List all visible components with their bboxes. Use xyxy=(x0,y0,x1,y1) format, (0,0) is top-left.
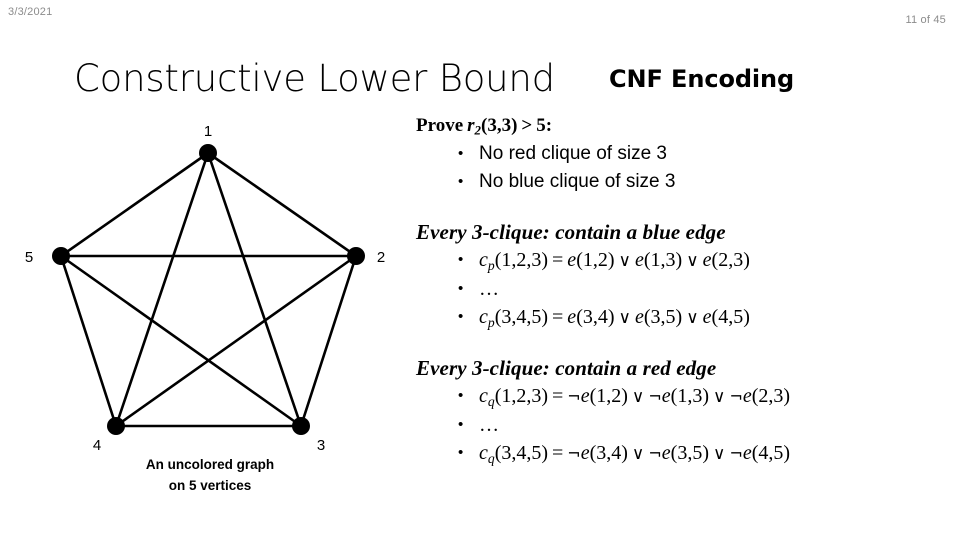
complete-graph-k5-diagram: 1 2 3 4 5 xyxy=(25,123,385,454)
block-heading-blue-edge: Every 3-clique: contain a blue edge xyxy=(416,220,726,244)
page-title: Constructive Lower Bound xyxy=(74,57,555,100)
list-item: No red clique of size 3 xyxy=(456,140,946,168)
list-item: cq(1,2,3)=¬e(1,2)∨¬e(1,3)∨¬e(2,3) xyxy=(456,382,946,411)
list-item: cq(3,4,5)=¬e(3,4)∨¬e(3,5)∨¬e(4,5) xyxy=(456,439,946,468)
figure-caption: An uncolored graph on 5 vertices xyxy=(110,454,310,496)
graph-edge-1-5 xyxy=(59,151,210,258)
slide-date: 3/3/2021 xyxy=(8,6,53,18)
list-item: cp(1,2,3)=e(1,2)∨e(1,3)∨e(2,3) xyxy=(456,246,946,275)
content-block-red-edge: Every 3-clique: contain a red edge cq(1,… xyxy=(416,354,946,468)
block-heading-red-edge: Every 3-clique: contain a red edge xyxy=(416,356,717,380)
bullet-list-prove: No red clique of size 3 No blue clique o… xyxy=(416,140,946,196)
list-item: No blue clique of size 3 xyxy=(456,168,946,196)
graph-vertex-label-2: 2 xyxy=(377,249,385,266)
graph-vertex-1 xyxy=(199,144,217,162)
graph-vertex-5 xyxy=(52,247,70,265)
graph-vertex-labels: 1 2 3 4 5 xyxy=(25,123,385,454)
bullet-list-red-edge: cq(1,2,3)=¬e(1,2)∨¬e(1,3)∨¬e(2,3) … cq(3… xyxy=(416,382,946,468)
graph-edges xyxy=(59,151,358,428)
graph-figure: 1 2 3 4 5 An uncolored graph on 5 vertices xyxy=(0,110,400,510)
list-item: cp(3,4,5)=e(3,4)∨e(3,5)∨e(4,5) xyxy=(456,303,946,332)
graph-vertex-4 xyxy=(107,417,125,435)
graph-edge-1-2 xyxy=(206,151,358,258)
graph-edge-1-4 xyxy=(114,151,210,428)
graph-vertex-label-5: 5 xyxy=(25,249,33,266)
graph-vertex-3 xyxy=(292,417,310,435)
section-title: CNF Encoding xyxy=(609,65,795,93)
graph-edge-4-5 xyxy=(59,254,118,428)
slide-page-indicator: 11 of 45 xyxy=(905,14,946,26)
graph-edge-3-5 xyxy=(59,254,303,428)
graph-edge-2-3 xyxy=(299,254,358,428)
list-item: … xyxy=(456,275,946,303)
graph-vertices xyxy=(52,144,365,435)
graph-vertex-label-4: 4 xyxy=(93,437,101,454)
figure-caption-line-1: An uncolored graph xyxy=(145,457,275,472)
content-block-blue-edge: Every 3-clique: contain a blue edge cp(1… xyxy=(416,218,946,332)
bullet-list-blue-edge: cp(1,2,3)=e(1,2)∨e(1,3)∨e(2,3) … cp(3,4,… xyxy=(416,246,946,332)
graph-edge-2-4 xyxy=(114,254,358,428)
graph-vertex-label-1: 1 xyxy=(204,123,212,140)
graph-edge-1-3 xyxy=(206,151,303,428)
graph-vertex-label-3: 3 xyxy=(317,437,325,454)
figure-caption-line-2: on 5 vertices xyxy=(168,478,252,493)
list-item: … xyxy=(456,411,946,439)
graph-vertex-2 xyxy=(347,247,365,265)
